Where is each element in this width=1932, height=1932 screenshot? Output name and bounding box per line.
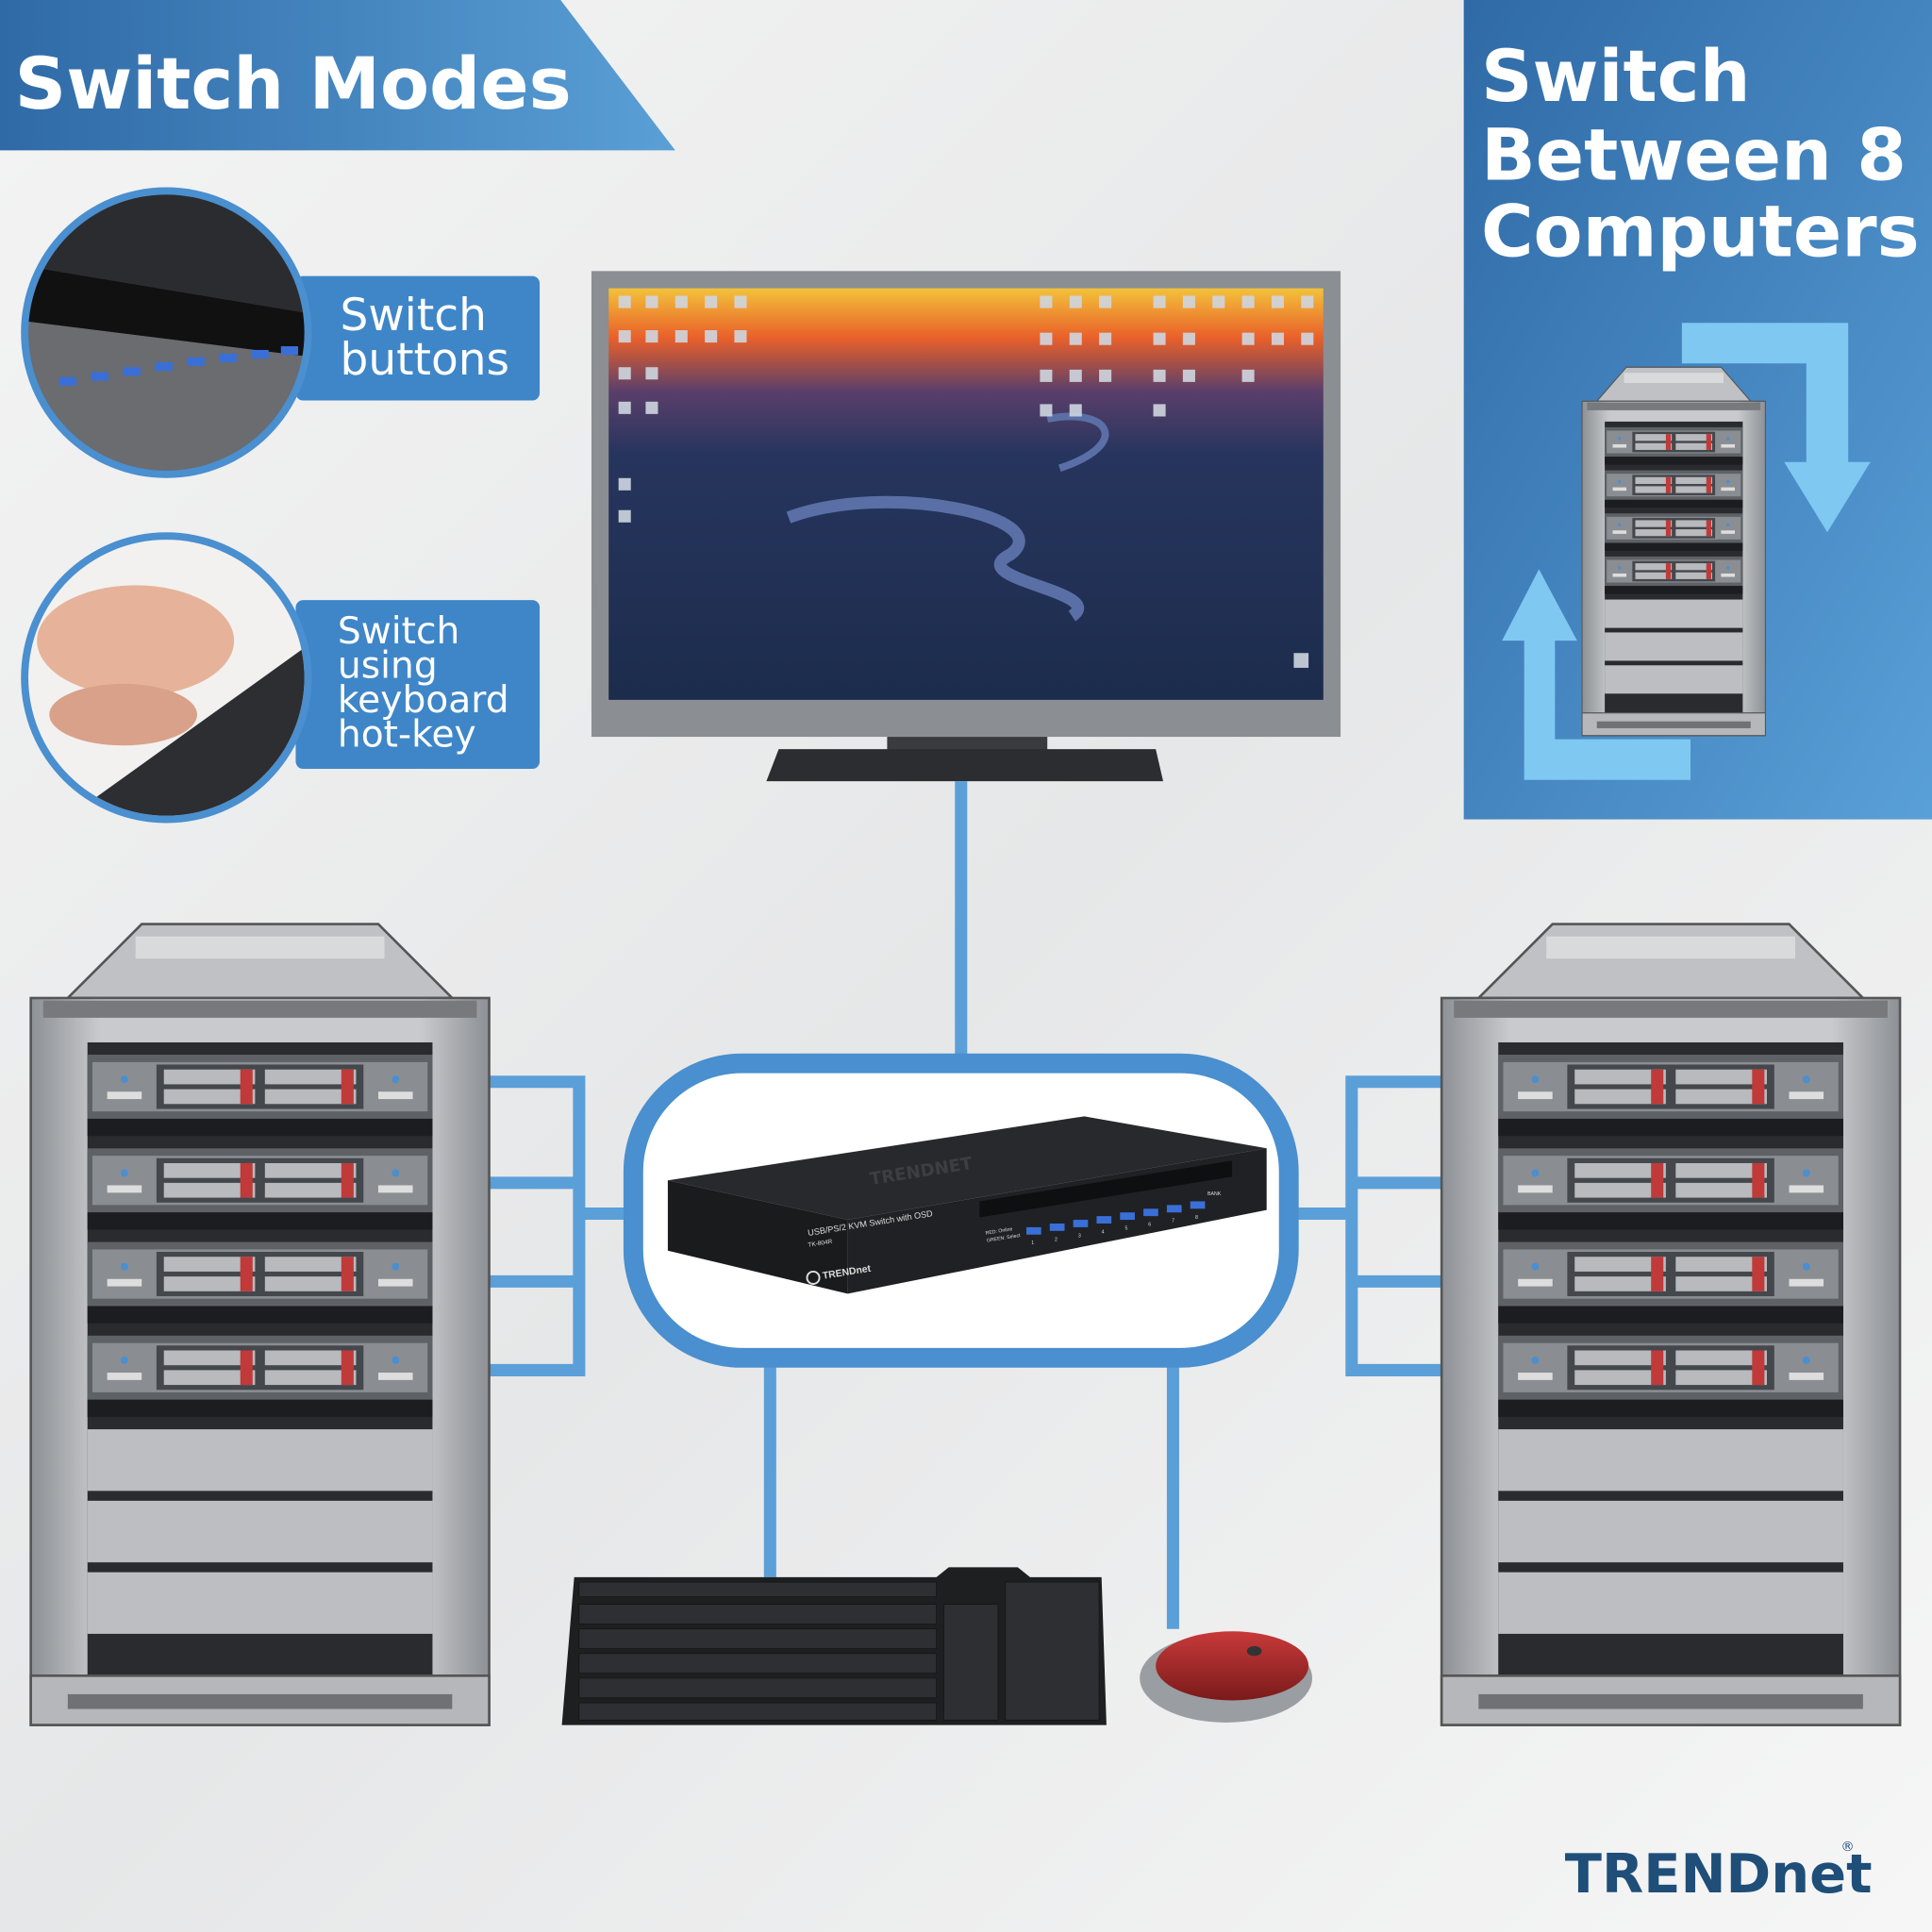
- port-number: 2: [1055, 1237, 1058, 1242]
- switch-between-panel: Switch Between 8 Computers: [1463, 0, 1932, 820]
- trendnet-logo: TRENDnet ®: [1565, 1840, 1873, 1906]
- kvm-bank-label: BANK: [1208, 1191, 1222, 1197]
- kvm-switch-device: TRENDNET USB/PS/2 KVM Switch with OSD TK…: [667, 1116, 1267, 1294]
- logo-text: TRENDnet: [1565, 1842, 1873, 1906]
- cables: [489, 781, 1442, 1629]
- desktop-screen: [608, 288, 1324, 700]
- arrow-up-icon: [1502, 569, 1690, 780]
- switch-buttons-photo: [28, 194, 305, 471]
- mode-1-label: Switch buttons: [340, 290, 509, 386]
- kvm-legend-green: GREEN: Select: [987, 1233, 1022, 1244]
- mouse: [1140, 1631, 1313, 1723]
- port-number: 7: [1172, 1219, 1174, 1224]
- port-button-7[interactable]: [1166, 1205, 1182, 1213]
- port-button-2[interactable]: [1049, 1223, 1065, 1231]
- port-number: 6: [1148, 1223, 1151, 1228]
- server-rack-left: [31, 924, 490, 1725]
- arrow-down-icon: [1681, 323, 1871, 533]
- registered-mark: ®: [1840, 1840, 1854, 1855]
- port-number: 5: [1124, 1226, 1127, 1232]
- banner-title: Switch Modes: [15, 42, 572, 125]
- port-number: 4: [1102, 1229, 1105, 1235]
- port-button-6[interactable]: [1143, 1208, 1158, 1217]
- mini-rack-icon: [1582, 367, 1765, 736]
- trendnet-logo-icon: [806, 1270, 821, 1285]
- panel-title: Switch Between 8 Computers: [1481, 35, 1931, 274]
- port-button-5[interactable]: [1120, 1212, 1135, 1221]
- port-number: 1: [1031, 1241, 1034, 1246]
- mode-keyboard-hotkey: Switch using keyboard hot-key: [21, 532, 541, 824]
- mode-switch-buttons: Switch buttons: [21, 187, 541, 478]
- monitor: [591, 271, 1341, 782]
- port-button-1[interactable]: [1026, 1226, 1041, 1235]
- keyboard: [561, 1567, 1107, 1725]
- kvm-legend-red: RED: Online: [985, 1226, 1013, 1236]
- port-button-3[interactable]: [1073, 1220, 1089, 1227]
- kvm-model-label: TK-804R: [808, 1239, 833, 1249]
- kvm-port-buttons: 1 2 3 4 5 6 7 8: [1026, 1201, 1206, 1246]
- switch-modes-banner: Switch Modes: [0, 0, 675, 151]
- server-rack-right: [1441, 924, 1900, 1725]
- desktop-icons: [618, 295, 1314, 668]
- port-button-4[interactable]: [1096, 1216, 1112, 1224]
- port-number: 8: [1195, 1215, 1198, 1221]
- mode-2-label: Switch using keyboard hot-key: [338, 610, 521, 757]
- port-number: 3: [1078, 1233, 1081, 1239]
- port-button-8[interactable]: [1190, 1201, 1206, 1209]
